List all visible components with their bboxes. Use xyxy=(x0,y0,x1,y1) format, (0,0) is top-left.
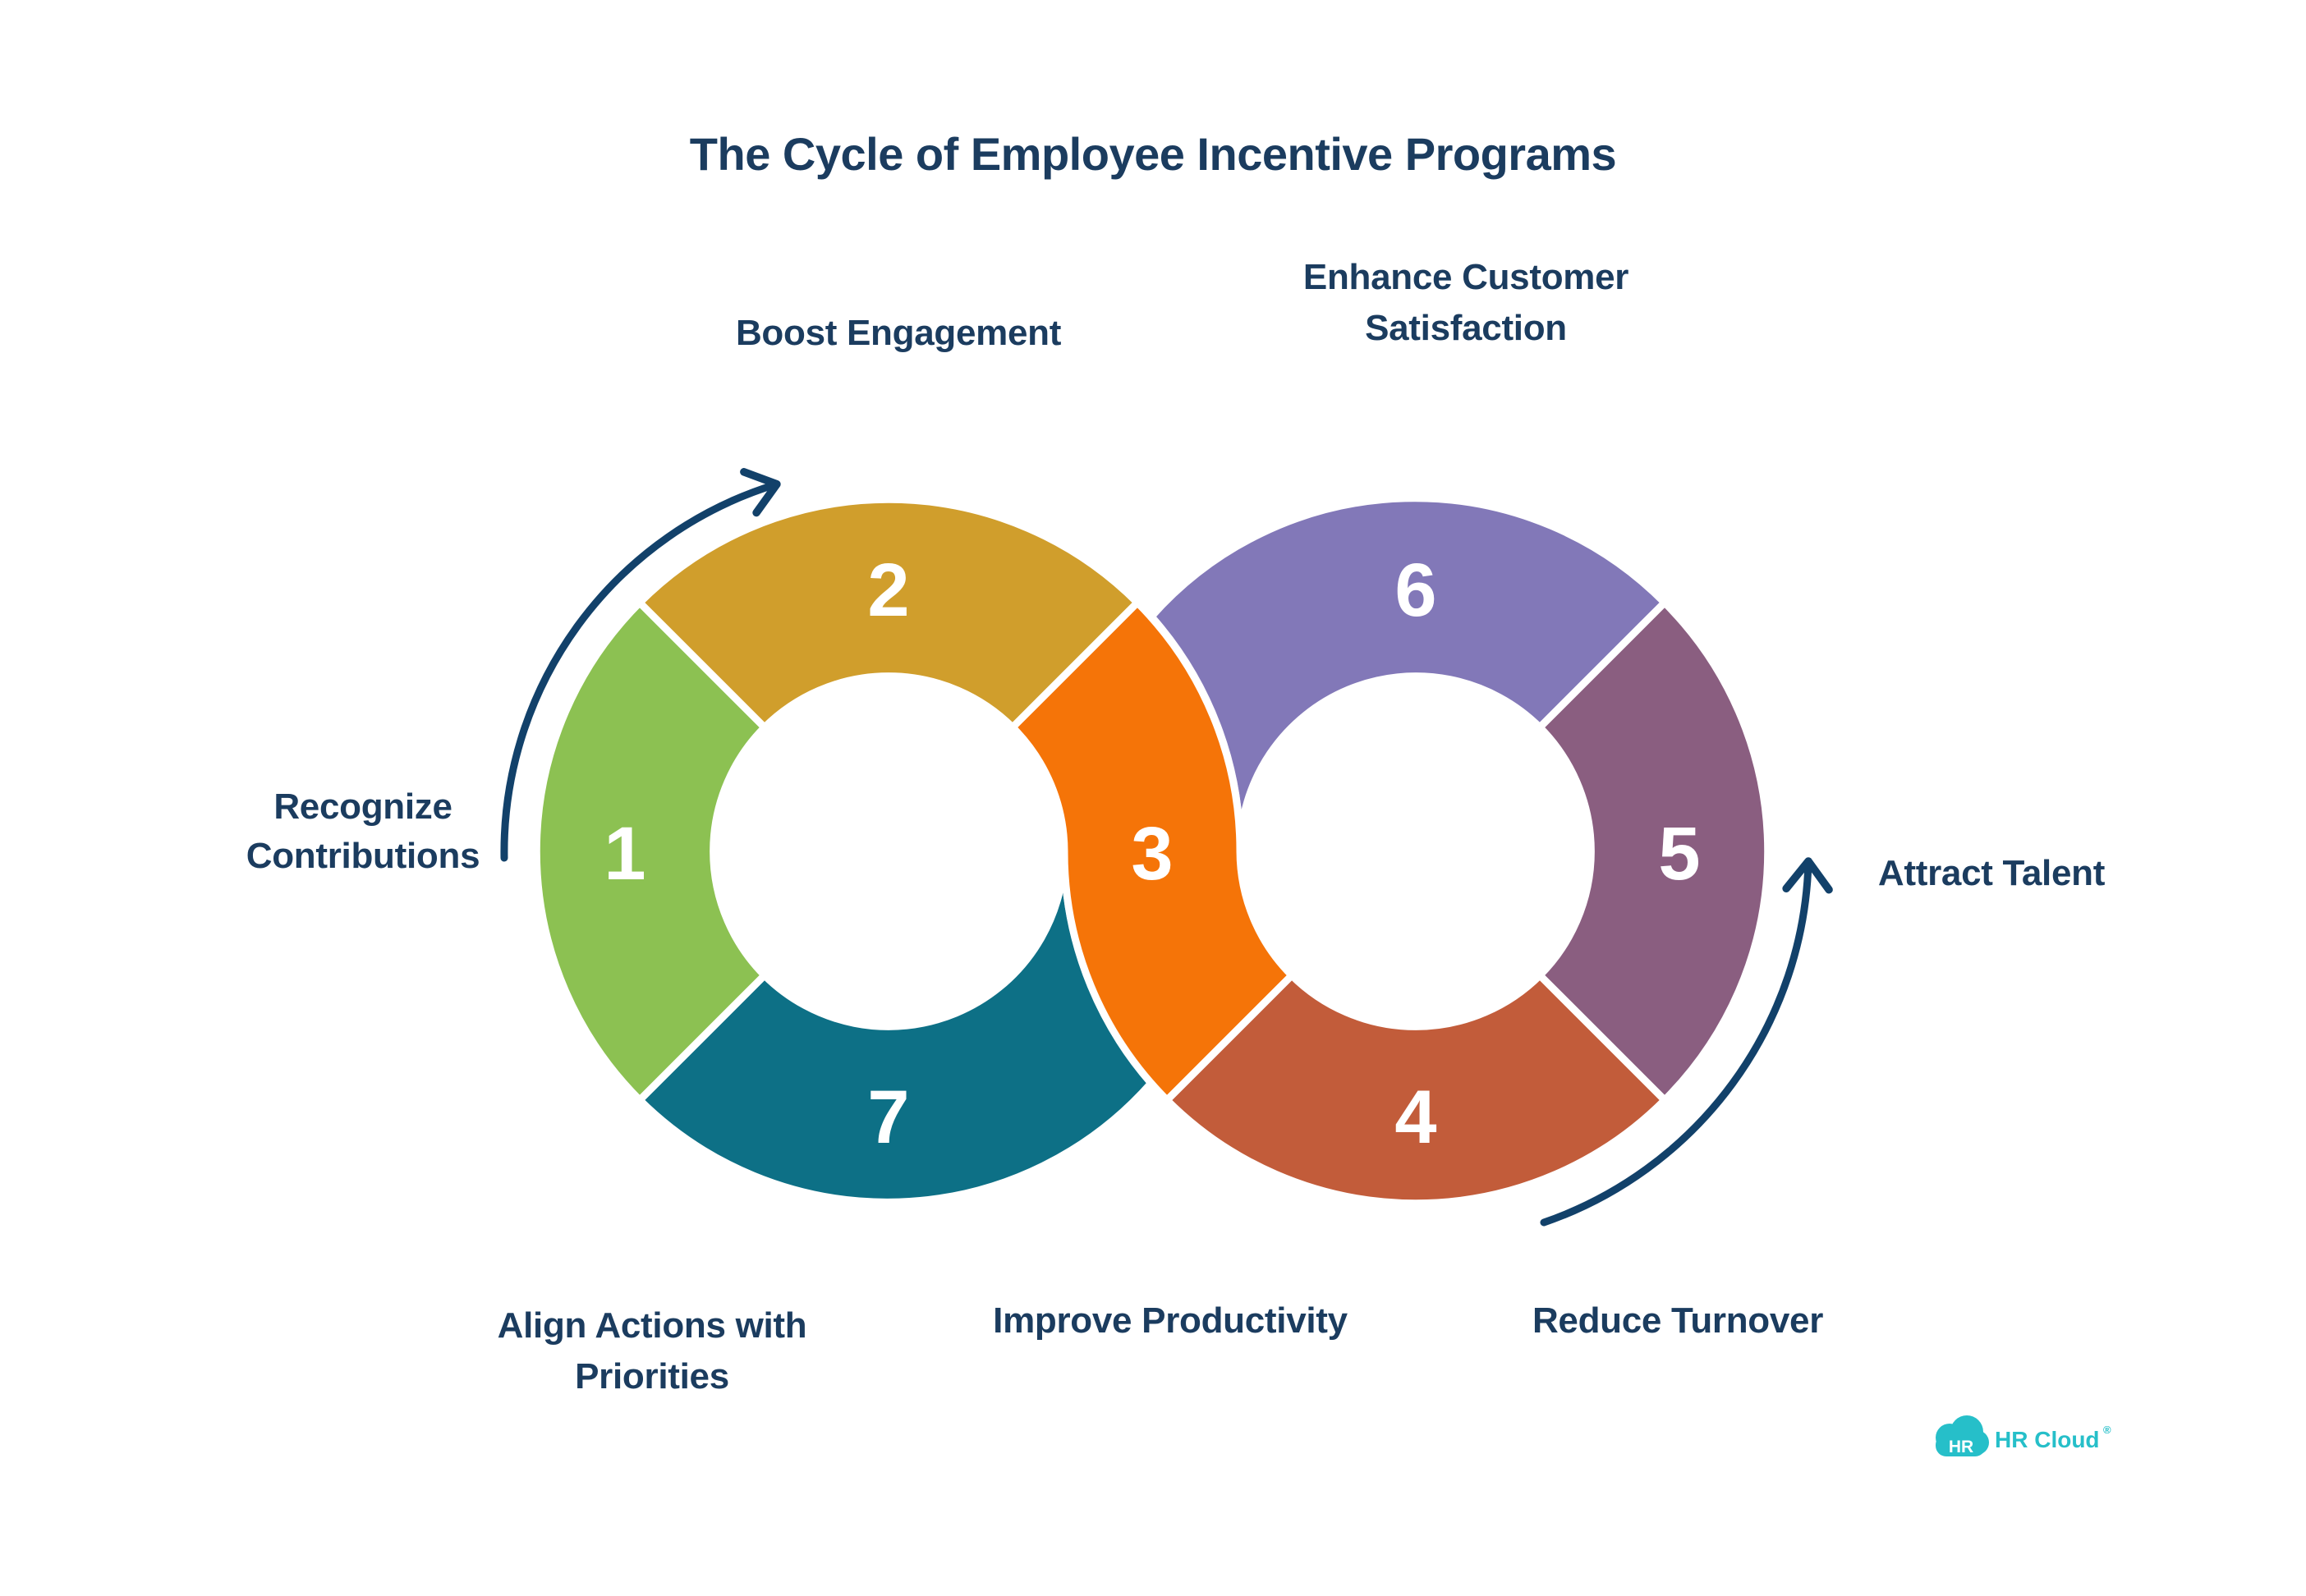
logo-wordmark: HR Cloud xyxy=(1995,1427,2100,1452)
left-ring xyxy=(532,495,1155,1206)
segment-2-boost-engagement xyxy=(636,495,1142,732)
label-align-line2: Priorities xyxy=(575,1356,729,1396)
segment-4-reduce-turnover xyxy=(1163,971,1669,1208)
segment-3-improve-productivity xyxy=(1008,598,1296,1104)
label-reduce-turnover: Reduce Turnover xyxy=(1532,1300,1823,1341)
logo-registered-mark: ® xyxy=(2103,1424,2111,1436)
segment-number-1: 1 xyxy=(604,812,645,896)
segment-number-3: 3 xyxy=(1131,812,1173,896)
segment-5-attract-talent xyxy=(1536,598,1772,1104)
label-enhance-line2: Satisfaction xyxy=(1365,308,1567,348)
segment-numbers: 1 2 3 4 5 6 7 xyxy=(604,548,1700,1159)
page-title: The Cycle of Employee Incentive Programs xyxy=(690,128,1616,180)
label-enhance-line1: Enhance Customer xyxy=(1303,257,1628,297)
label-boost-engagement: Boost Engagement xyxy=(736,313,1062,353)
cycle-arrow-bottom-right-icon xyxy=(1540,857,1833,1227)
segment-number-2: 2 xyxy=(867,548,909,632)
segment-labels: Recognize Contributions Boost Engagement… xyxy=(246,257,2106,1396)
right-ring xyxy=(1147,494,1772,1208)
segment-number-5: 5 xyxy=(1658,812,1700,896)
flow-arrows xyxy=(500,468,1833,1227)
label-attract-talent: Attract Talent xyxy=(1878,853,2106,893)
segment-number-6: 6 xyxy=(1394,548,1436,632)
segment-number-7: 7 xyxy=(867,1075,909,1159)
logo-badge-text: HR xyxy=(1949,1438,1973,1456)
label-improve-productivity: Improve Productivity xyxy=(993,1300,1348,1341)
segment-1-recognize-contributions xyxy=(532,598,769,1104)
cloud-icon xyxy=(1936,1415,1989,1456)
cycle-arrow-top-left-icon xyxy=(500,468,781,862)
label-align-line1: Align Actions with xyxy=(498,1305,807,1346)
label-recognize-line2: Contributions xyxy=(246,836,480,876)
label-recognize-line1: Recognize xyxy=(273,787,452,827)
segment-number-4: 4 xyxy=(1394,1075,1436,1159)
hr-cloud-logo: HR HR Cloud ® xyxy=(1936,1415,2111,1456)
